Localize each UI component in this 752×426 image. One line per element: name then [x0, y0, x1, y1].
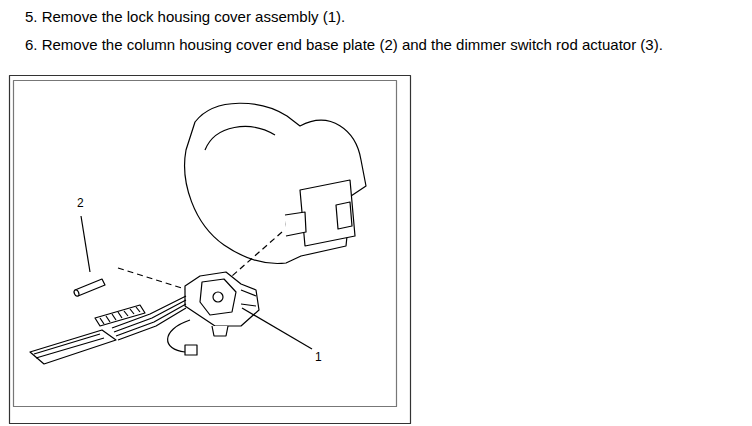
instruction-text: 6. Remove the column housing cover end b… [25, 36, 663, 54]
leader-line [242, 308, 312, 349]
connector-edge [34, 334, 104, 358]
instruction-text: 5. Remove the lock housing cover assembl… [25, 8, 345, 26]
inner-frame [14, 81, 397, 407]
small-connector [185, 345, 197, 355]
column-housing [185, 103, 366, 263]
end-base-plate [73, 279, 105, 297]
connector [30, 330, 116, 364]
outer-frame [10, 76, 411, 424]
wiring-harness [30, 296, 197, 364]
assembly-line [232, 232, 282, 276]
housing-slot [336, 202, 352, 229]
pin-end [73, 289, 80, 297]
switch-face [200, 279, 236, 315]
housing-bracket [285, 212, 306, 236]
callout-number: 2 [76, 196, 85, 210]
housing-outline [185, 103, 366, 263]
lock-housing-cover-assembly [185, 272, 259, 336]
switch-pin [213, 292, 223, 302]
callout-number: 1 [314, 350, 323, 364]
switch-body [185, 272, 259, 326]
housing-edge [205, 127, 275, 150]
housing-lug [300, 180, 355, 246]
leader-line [81, 216, 90, 272]
terminal-pins [100, 307, 140, 324]
assembly-line [118, 268, 188, 290]
terminal-block [95, 305, 145, 326]
